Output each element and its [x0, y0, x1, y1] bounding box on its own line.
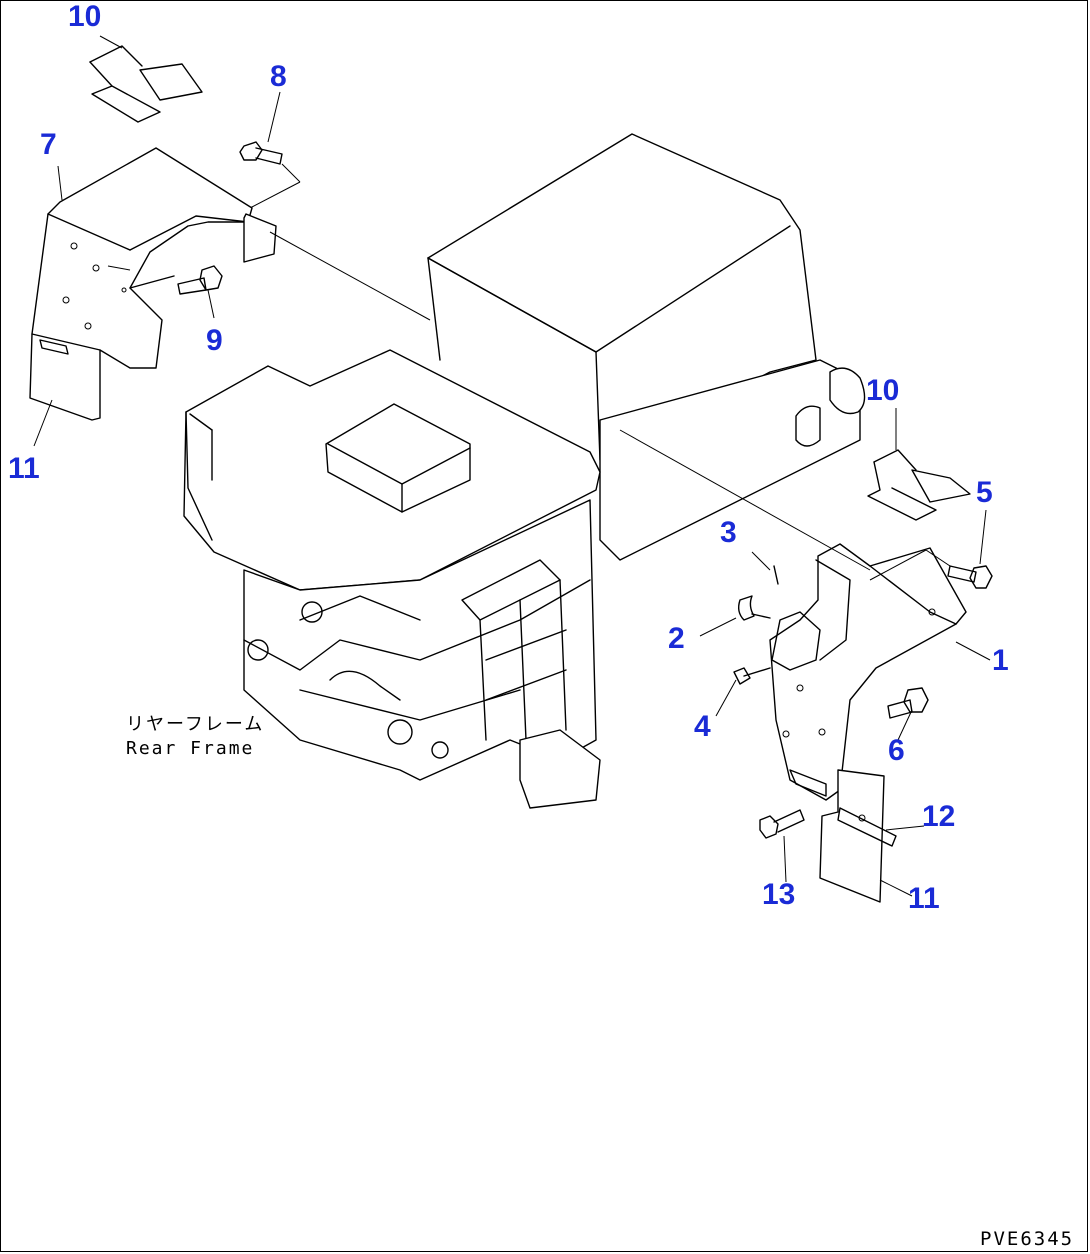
bolt-part-9: [177, 265, 223, 295]
callout-4: 4: [694, 710, 711, 743]
right-fender-part-1: [769, 543, 967, 801]
callout-12: 12: [922, 800, 956, 833]
mud-flap-part-11-right: [759, 769, 897, 903]
rear-frame-label-jp: リヤーフレーム: [126, 714, 265, 735]
callout-11-left: 11: [8, 452, 40, 485]
rear-frame-side-arm: [599, 359, 866, 561]
callout-10-left: 10: [68, 0, 102, 33]
left-fender-part-7: [29, 147, 277, 421]
drawing-code: PVE6345: [980, 1228, 1075, 1250]
rear-frame-deck: [183, 349, 601, 591]
rear-frame-label-en: Rear Frame: [126, 738, 255, 759]
callout-1: 1: [992, 644, 1009, 677]
bolt-part-6: [887, 687, 929, 719]
callout-5: 5: [976, 476, 993, 509]
small-fasteners: [733, 565, 779, 685]
callout-7: 7: [40, 128, 57, 161]
bolt-part-8: [239, 141, 301, 209]
rear-frame-lower-body: [243, 499, 601, 809]
callout-8: 8: [270, 60, 287, 93]
decal-part-10-right: [867, 449, 971, 521]
cab-housing: [427, 133, 817, 461]
callout-9: 9: [206, 324, 223, 357]
decal-part-10-left: [89, 45, 203, 123]
callout-10-right: 10: [866, 374, 900, 407]
leader-lines: [33, 35, 991, 897]
callout-3: 3: [720, 516, 737, 549]
callout-11-right: 11: [908, 882, 940, 915]
callout-6: 6: [888, 734, 905, 767]
callout-2: 2: [668, 622, 685, 655]
bolt-part-5: [869, 549, 993, 589]
callout-13: 13: [762, 878, 796, 911]
